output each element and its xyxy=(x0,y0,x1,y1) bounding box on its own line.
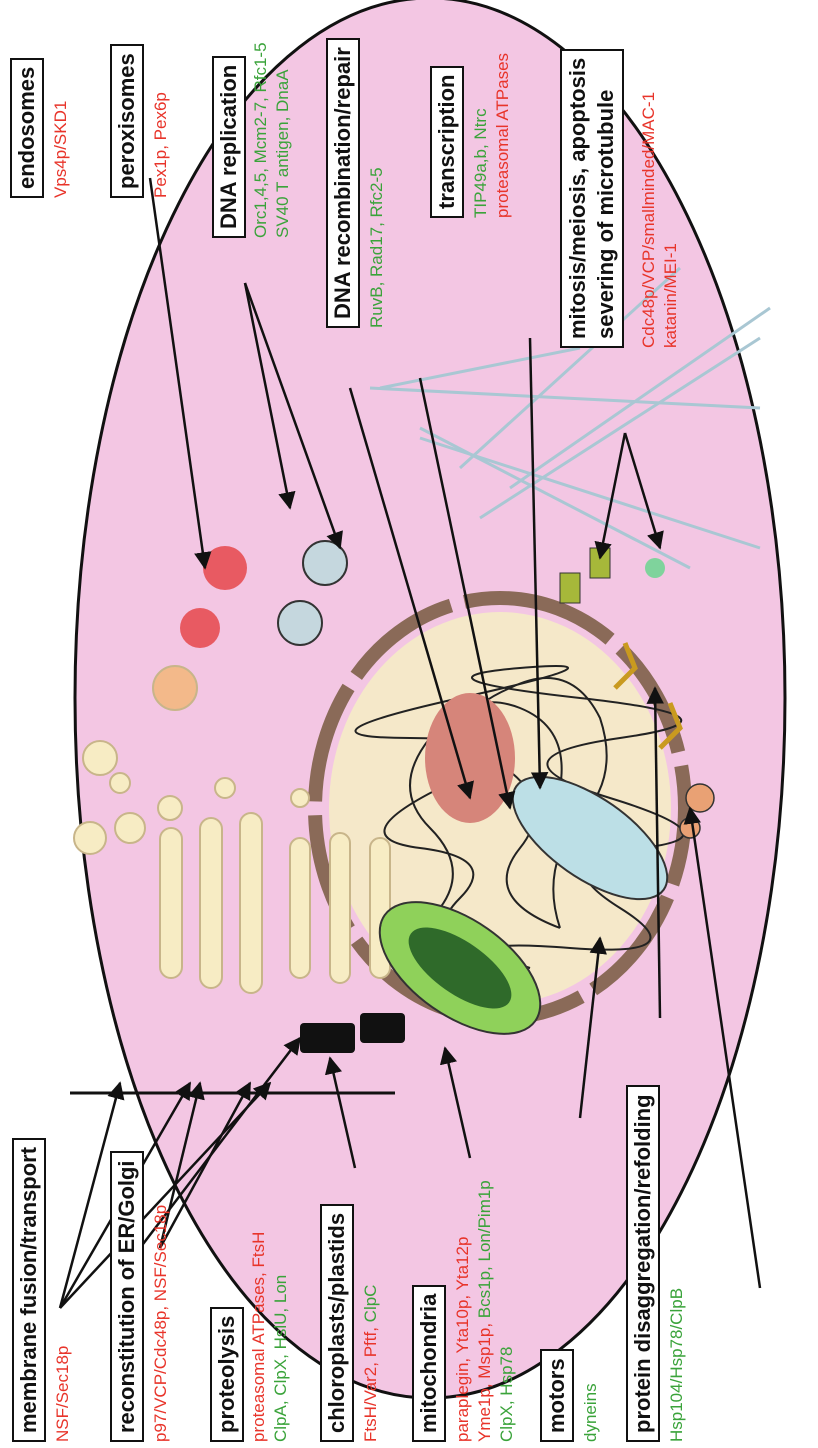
label-mitosis-line-1: mitosis/meiosis, apoptosis xyxy=(564,58,592,339)
proteins-dna-replication-2: SV40 T antigen, DnaA xyxy=(272,69,293,238)
proteins-mitosis-2: katanin/MEI-1 xyxy=(660,243,681,348)
label-peroxisomes: peroxisomes xyxy=(110,44,144,198)
endosome xyxy=(203,546,247,590)
proteins-dna-replication-1: Orc1,4,5, Mcm2-7, Rfc1-5 xyxy=(250,42,271,238)
proteins-protein-disaggregation: Hsp104/Hsp78/ClpB xyxy=(666,1288,687,1442)
proteins-endosomes: Vps4p/SKD1 xyxy=(50,101,71,198)
proteins-membrane-fusion: NSF/Sec18p xyxy=(52,1346,73,1442)
endosome xyxy=(180,608,220,648)
chloroplasts-green: ClpC xyxy=(361,1285,380,1323)
peroxisome xyxy=(278,601,322,645)
proteins-mitosis-1: Cdc48p/VCP/smallminded/MAC-1 xyxy=(638,92,659,348)
label-chloroplasts: chloroplasts/plastids xyxy=(320,1204,354,1442)
protein-aggregate xyxy=(686,784,714,812)
aster-icon xyxy=(645,558,665,578)
proteins-mito-3: ClpX, Hsp78 xyxy=(496,1347,517,1442)
proteins-motors: dyneins xyxy=(580,1383,601,1442)
proteins-transcription-red: proteasomal ATPases xyxy=(492,53,513,218)
mito-red-2: Yme1p, Msp1p, xyxy=(475,1323,494,1442)
proteins-mito-1: paraplegin, Yta10p, Yta12p xyxy=(452,1237,473,1442)
label-motors: motors xyxy=(540,1349,574,1442)
proteins-peroxisomes: Pex1p, Pex6p xyxy=(150,92,171,198)
proteins-transcription-green: TIP49a,b, Ntrc xyxy=(470,108,491,218)
proteins-proteolysis-green: ClpA, ClpX, HslU, Lon xyxy=(270,1275,291,1442)
mito-green-2: Bcs1p, Lon/Pim1p xyxy=(475,1180,494,1318)
label-mitosis: mitosis/meiosis, apoptosis severing of m… xyxy=(560,49,624,348)
label-mitosis-line-2: severing of microtubule xyxy=(592,58,620,339)
proteolysis-red: proteasomal ATPases, xyxy=(249,1272,268,1442)
centriole xyxy=(560,573,580,603)
proteins-dna-recombination: RuvB, Rad17, Rfc2-5 xyxy=(366,167,387,328)
label-endosomes: endosomes xyxy=(10,58,44,198)
proteins-chloroplasts: FtsH/Var2, Pftf, ClpC xyxy=(360,1285,381,1442)
proteolysis-red-2: FtsH xyxy=(249,1232,268,1268)
endosome xyxy=(153,666,197,710)
label-dna-replication: DNA replication xyxy=(212,56,246,238)
label-mitochondria: mitochondria xyxy=(412,1285,446,1442)
proteins-proteolysis: proteasomal ATPases, FtsH xyxy=(248,1232,269,1442)
proteins-er-golgi: p97/VCP/Cdc48p, NSF/Sec18p xyxy=(150,1205,171,1442)
vesicle xyxy=(83,741,117,775)
proteasome xyxy=(360,1013,405,1043)
proteins-mito-2: Yme1p, Msp1p, Bcs1p, Lon/Pim1p xyxy=(474,1180,495,1442)
label-dna-recombination: DNA recombination/repair xyxy=(326,38,360,328)
chloroplasts-red: FtsH/Var2, Pftf, xyxy=(361,1327,380,1442)
label-transcription: transcription xyxy=(430,66,464,218)
label-membrane-fusion: membrane fusion/transport xyxy=(12,1138,46,1442)
label-proteolysis: proteolysis xyxy=(210,1307,244,1442)
label-er-golgi: reconstitution of ER/Golgi xyxy=(110,1151,144,1442)
proteasome xyxy=(300,1023,355,1053)
label-protein-disaggregation: protein disaggregation/refolding xyxy=(626,1085,660,1442)
